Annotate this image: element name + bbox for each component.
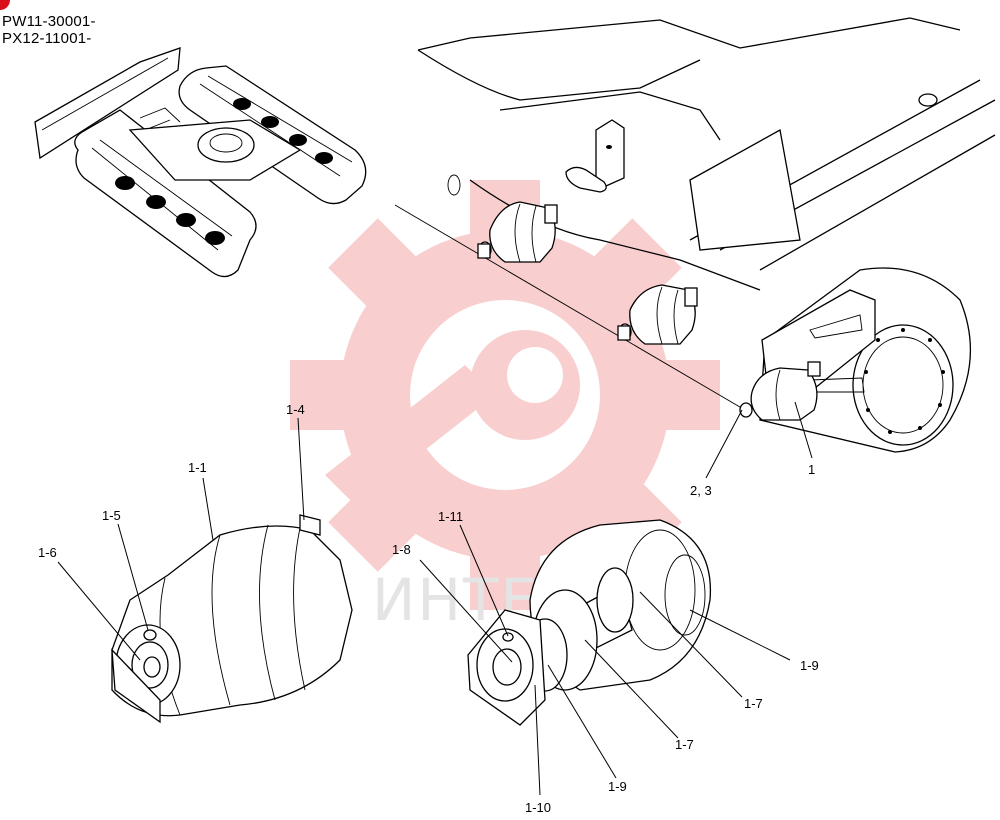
callout-1-9-right: 1-9 [800, 658, 819, 673]
callout-labels: 1 2, 3 1-1 1-4 1-5 1-6 1-8 1-11 1-9 1-7 … [38, 402, 819, 815]
callout-1-5: 1-5 [102, 508, 121, 523]
corner-marker [0, 0, 10, 10]
serial-range-2: PX12-11001- [2, 30, 92, 47]
lower-roller-assembly [111, 514, 353, 724]
lower-roller-exploded-detail [467, 519, 712, 726]
undercarriage-overview [34, 47, 367, 278]
callout-1-8: 1-8 [392, 542, 411, 557]
callout-1-11: 1-11 [438, 509, 463, 524]
callout-1-10: 1-10 [525, 800, 551, 815]
watermark-logo: ИНТЕХ [290, 180, 720, 634]
lower-roller-exploded-1 [477, 201, 558, 263]
roller-axis-line [394, 204, 746, 411]
callout-1-6: 1-6 [38, 545, 57, 560]
callout-2-3: 2, 3 [690, 483, 712, 498]
callout-1-4: 1-4 [286, 402, 305, 417]
serial-range-1: PW11-30001- [2, 13, 96, 30]
callout-1-1: 1-1 [188, 460, 207, 475]
lower-roller-exploded-2 [617, 284, 698, 345]
track-frame-assembly [417, 17, 996, 453]
callout-1-9-bottom: 1-9 [608, 779, 627, 794]
callout-1: 1 [808, 462, 815, 477]
lower-roller-installed [739, 361, 821, 421]
callout-1-7-right: 1-7 [744, 696, 763, 711]
leader-lines [57, 401, 813, 796]
callout-1-7-mid: 1-7 [675, 737, 694, 752]
